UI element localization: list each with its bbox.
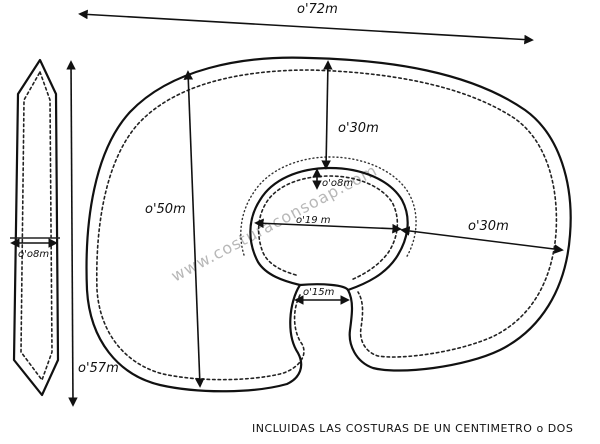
right-band-label: o'30m <box>468 219 509 234</box>
opening-width-dimension: o'15m <box>294 287 350 305</box>
inner-width-dimension: o'19 m <box>254 215 402 234</box>
outer-depth-dimension: o'50m <box>145 70 205 388</box>
inner-width-label: o'19 m <box>296 215 331 226</box>
seam-allowance-note: INCLUIDAS LAS COSTURAS DE UN CENTIMETRO … <box>252 422 573 435</box>
total-height-label: o'57m <box>78 361 119 376</box>
side-strip-piece: o'o8m <box>10 58 60 397</box>
side-strip-width-label: o'o8m <box>18 249 49 260</box>
top-band-dimension: o'30m <box>321 60 379 170</box>
outer-depth-label: o'50m <box>145 202 186 217</box>
right-band-dimension: o'30m <box>400 219 564 254</box>
top-band-label: o'30m <box>338 121 379 136</box>
opening-width-label: o'15m <box>303 287 335 298</box>
total-width-label: o'72m <box>297 2 338 17</box>
inner-band-dimension: o'o8m <box>312 168 353 190</box>
inner-band-label: o'o8m <box>322 178 353 189</box>
total-width-dimension: o'72m <box>78 2 534 45</box>
total-height-dimension: o'57m <box>66 60 119 407</box>
